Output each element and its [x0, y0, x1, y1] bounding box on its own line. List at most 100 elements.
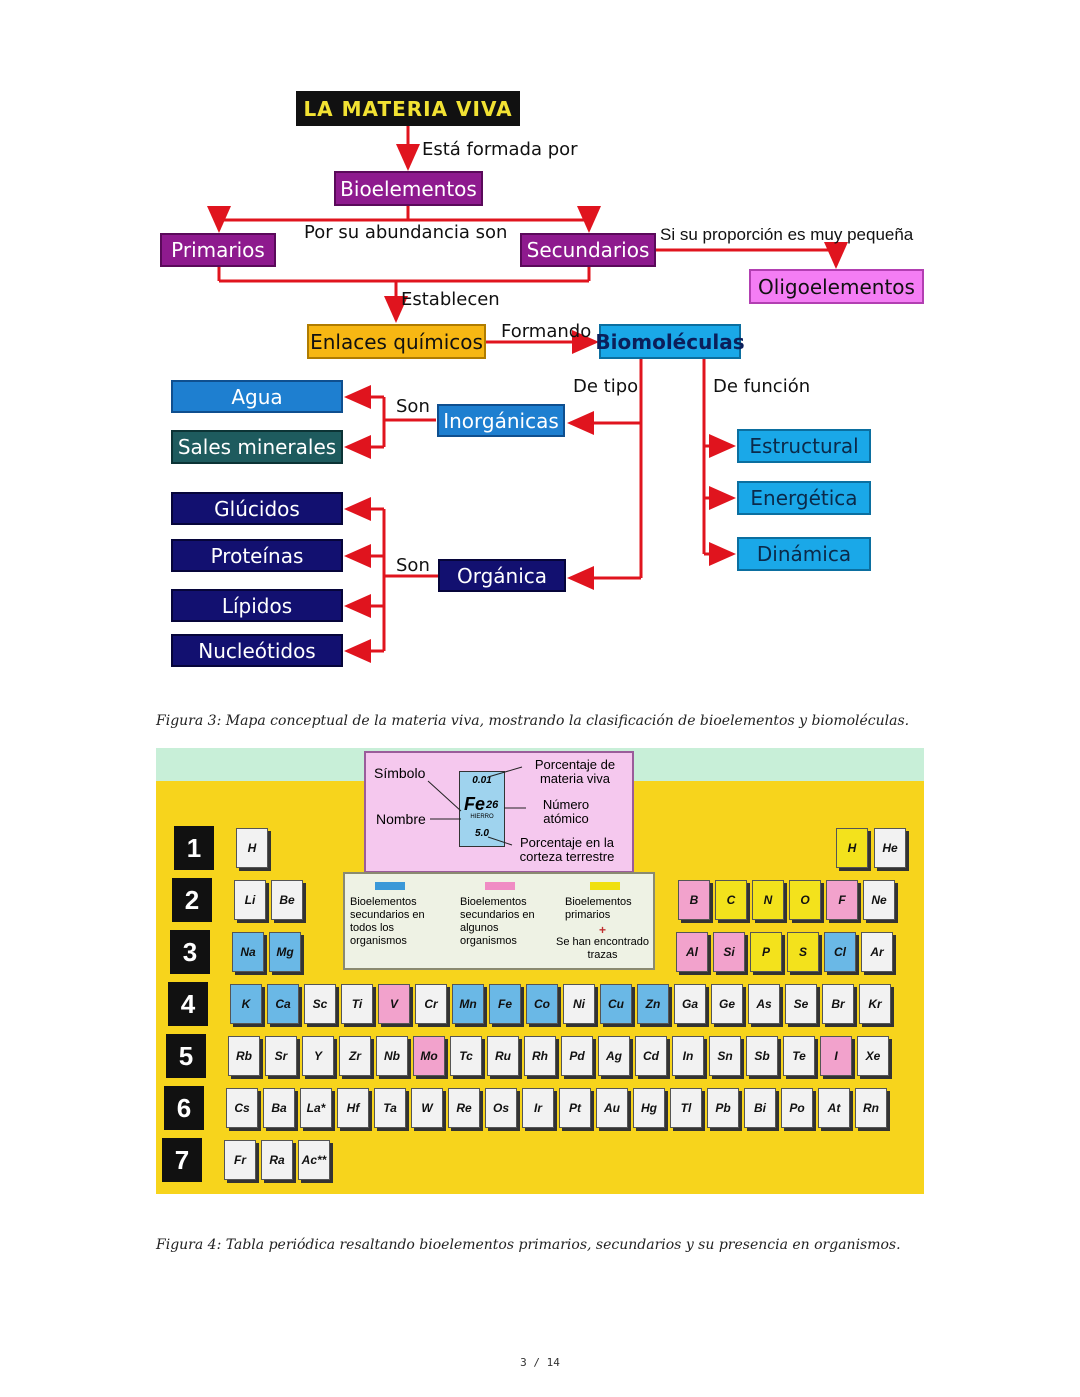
- element-cell: Ra: [261, 1140, 293, 1180]
- agua-box: Agua: [171, 380, 343, 413]
- key-simbolo-label: Símbolo: [374, 765, 426, 781]
- element-cell: Rn: [855, 1088, 887, 1128]
- legend-pink-swatch: [485, 882, 515, 890]
- element-cell: Cs: [226, 1088, 258, 1128]
- estructural-box: Estructural: [737, 429, 871, 463]
- key-example-cell: 0.01 Fe 26 HIERRO 5.0: [459, 771, 505, 847]
- element-cell: Sc: [304, 984, 336, 1024]
- key-example-name: HIERRO: [470, 814, 494, 820]
- legend-panel: Bioelementos secundarios en todos los or…: [343, 872, 655, 970]
- element-cell: Ru: [487, 1036, 519, 1076]
- element-cell: H: [836, 828, 868, 868]
- element-cell: Al: [676, 932, 708, 972]
- period-row-3: 3: [170, 930, 210, 974]
- element-cell: Os: [485, 1088, 517, 1128]
- element-cell: Zr: [339, 1036, 371, 1076]
- element-cell: Br: [822, 984, 854, 1024]
- element-cell: At: [818, 1088, 850, 1128]
- element-cell: B: [678, 880, 710, 920]
- element-cell: Mn: [452, 984, 484, 1024]
- glucidos-box: Glúcidos: [171, 492, 343, 525]
- period-row-2: 2: [172, 878, 212, 922]
- key-example-symbol: Fe: [464, 794, 486, 814]
- element-cell: H: [236, 828, 268, 868]
- element-cell: Ar: [861, 932, 893, 972]
- element-cell: Sn: [709, 1036, 741, 1076]
- element-cell: S: [787, 932, 819, 972]
- nucleotidos-box: Nucleótidos: [171, 634, 343, 667]
- bioelementos-box: Bioelementos: [334, 171, 483, 206]
- element-cell: Fr: [224, 1140, 256, 1180]
- element-cell: Zn: [637, 984, 669, 1024]
- energetica-box: Energética: [737, 481, 871, 515]
- element-cell: Tl: [670, 1088, 702, 1128]
- element-cell: Fe: [489, 984, 521, 1024]
- element-cell: W: [411, 1088, 443, 1128]
- element-cell: Co: [526, 984, 558, 1024]
- element-cell: Be: [271, 880, 303, 920]
- element-cell: K: [230, 984, 262, 1024]
- element-cell: Ne: [863, 880, 895, 920]
- element-cell: Si: [713, 932, 745, 972]
- enlaces-box: Enlaces químicos: [307, 324, 486, 359]
- element-cell: He: [874, 828, 906, 868]
- element-cell: Xe: [857, 1036, 889, 1076]
- title-box: LA MATERIA VIVA: [296, 91, 520, 126]
- sales-box: Sales minerales: [171, 430, 343, 464]
- element-cell: Au: [596, 1088, 628, 1128]
- concept-map-connectors: [207, 126, 848, 663]
- legend-plus-sign: +: [599, 923, 607, 937]
- proteinas-box: Proteínas: [171, 539, 343, 572]
- legend-blue-label: Bioelementos secundarios en todos los or…: [350, 896, 425, 947]
- element-cell: Bi: [744, 1088, 776, 1128]
- key-pct-materia-label: Porcentaje de materia viva: [534, 757, 616, 786]
- legend-yellow-label: Bioelementos primarios: [565, 896, 632, 921]
- figure-4-caption: Figura 4: Tabla periódica resaltando bio…: [156, 1237, 901, 1253]
- element-cell: I: [820, 1036, 852, 1076]
- period-row-7: 7: [162, 1138, 202, 1182]
- element-cell: Mo: [413, 1036, 445, 1076]
- element-cell: Cr: [415, 984, 447, 1024]
- link-formando: Formando: [501, 321, 592, 342]
- lipidos-box: Lípidos: [171, 589, 343, 622]
- element-cell: Nb: [376, 1036, 408, 1076]
- key-example-bottom: 5.0: [475, 828, 489, 839]
- element-cell: Rh: [524, 1036, 556, 1076]
- key-pointer-lines: [427, 766, 526, 846]
- element-cell: Sr: [265, 1036, 297, 1076]
- element-cell: Sb: [746, 1036, 778, 1076]
- legend-yellow-swatch: [590, 882, 620, 890]
- element-cell: As: [748, 984, 780, 1024]
- legend-pink-label: Bioelementos secundarios en algunos orga…: [460, 896, 535, 947]
- element-cell: P: [750, 932, 782, 972]
- element-cell: Rb: [228, 1036, 260, 1076]
- element-cell: Po: [781, 1088, 813, 1128]
- element-cell: Te: [783, 1036, 815, 1076]
- element-cell: Pt: [559, 1088, 591, 1128]
- organica-box: Orgánica: [438, 559, 566, 592]
- link-son-organica: Son: [396, 555, 430, 576]
- oligoelementos-box: Oligoelementos: [749, 269, 924, 304]
- element-cell: Mg: [269, 932, 301, 972]
- secundarios-box: Secundarios: [520, 233, 656, 267]
- element-cell: Pb: [707, 1088, 739, 1128]
- element-cell: Ni: [563, 984, 595, 1024]
- key-pct-corteza-label: Porcentaje en la corteza terrestre: [519, 835, 615, 864]
- element-cell: Y: [302, 1036, 334, 1076]
- element-cell: Tc: [450, 1036, 482, 1076]
- legend-blue-swatch: [375, 882, 405, 890]
- primarios-box: Primarios: [160, 233, 276, 267]
- element-cell: In: [672, 1036, 704, 1076]
- dinamica-box: Dinámica: [737, 537, 871, 571]
- figure-3-caption: Figura 3: Mapa conceptual de la materia …: [156, 713, 910, 729]
- link-son-inorganicas: Son: [396, 396, 430, 417]
- period-row-4: 4: [168, 982, 208, 1026]
- link-tipo: De tipo: [573, 376, 639, 397]
- element-cell: Cd: [635, 1036, 667, 1076]
- element-cell: Pd: [561, 1036, 593, 1076]
- element-cell: Hg: [633, 1088, 665, 1128]
- element-cell: C: [715, 880, 747, 920]
- link-establecen: Establecen: [401, 289, 500, 310]
- element-cell: O: [789, 880, 821, 920]
- element-cell: Re: [448, 1088, 480, 1128]
